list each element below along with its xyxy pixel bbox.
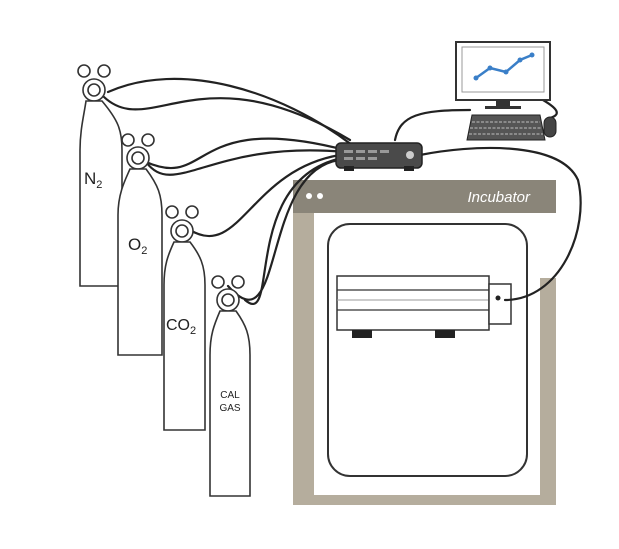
mouse-icon [543, 116, 557, 138]
svg-text:N2: N2 [84, 169, 102, 191]
svg-text:O2: O2 [128, 235, 147, 257]
regulator-icon [165, 205, 199, 243]
cylinder-label-sub: 2 [190, 325, 196, 337]
svg-text:CO2: CO2 [166, 317, 196, 337]
incubator-indicator-light [306, 193, 312, 199]
regulator-icon [77, 64, 111, 102]
gas-cylinder-icon [209, 310, 251, 497]
regulator-icon [211, 275, 245, 312]
cylinder-label-sub: 2 [96, 179, 102, 191]
internal-instrument [336, 275, 512, 338]
gas-cylinder-icon [117, 168, 163, 356]
incubator-header [293, 180, 556, 213]
gas-cylinder-icon [79, 100, 123, 287]
incubator-indicator-light [317, 193, 323, 199]
incubator-title: Incubator [467, 189, 531, 206]
gas-cylinder-n2: N2 [77, 64, 123, 287]
cylinder-label-main: O [128, 235, 141, 254]
gas-cylinder-o2: O2 [117, 133, 163, 356]
regulator-icon [121, 133, 155, 170]
cylinder-label-sub: 2 [141, 245, 147, 257]
controller-box-icon [335, 142, 423, 171]
keyboard-icon [466, 114, 546, 141]
gas-cylinder-icon [163, 241, 206, 431]
cylinder-label-line2: GAS [219, 403, 240, 414]
cylinder-label-line1: CAL [220, 390, 240, 401]
incubator-door [327, 223, 528, 477]
incubator-side-strip [540, 213, 556, 278]
computer-monitor-icon [455, 41, 551, 109]
gas-cylinder-cal-gas: CAL GAS [209, 275, 251, 497]
cylinder-label-main: CO [166, 317, 190, 334]
cylinder-label-main: N [84, 169, 96, 188]
gas-cylinder-co2: CO2 [163, 205, 206, 431]
gas-lines [102, 77, 582, 305]
incubator: Incubator [293, 180, 556, 505]
